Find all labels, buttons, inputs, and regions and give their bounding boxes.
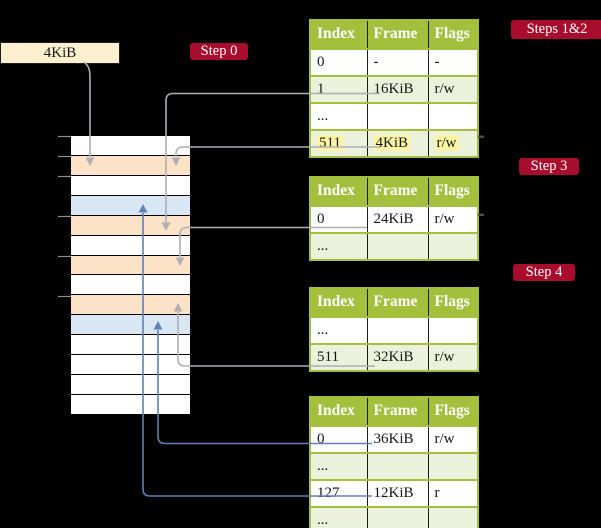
table-cell: r/w — [427, 205, 478, 233]
column-header: Frame — [366, 20, 428, 49]
table-cell — [366, 102, 428, 130]
table-row: 0-- — [310, 48, 478, 76]
table-cell: ... — [310, 102, 367, 130]
table-cell: ... — [310, 506, 367, 528]
memory-ticks — [58, 135, 71, 298]
memory-row-white — [71, 136, 190, 155]
memory-row-white — [71, 374, 190, 394]
memory-row-orange — [71, 214, 190, 235]
highlighted-value: 4KiB — [373, 134, 411, 151]
column-header: Frame — [366, 397, 428, 426]
table-cell: r/w — [427, 75, 478, 103]
table-row: ... — [310, 102, 478, 130]
memory-row-white — [71, 393, 190, 414]
memory-row-blue — [71, 194, 190, 215]
table-cell: 511 — [310, 129, 367, 157]
highlighted-value: r/w — [434, 134, 459, 151]
table-cell — [427, 506, 478, 528]
table-cell: 4KiB — [366, 129, 428, 157]
table-cell: 32KiB — [366, 343, 428, 371]
memory-column — [71, 136, 190, 414]
memory-row-orange — [71, 154, 190, 175]
table-row: ... — [310, 316, 478, 344]
badge-steps-1-2: Steps 1&2 — [511, 20, 601, 39]
table-cell: r/w — [427, 425, 478, 453]
table-cell: r — [427, 479, 478, 507]
table-cell — [427, 232, 478, 260]
table-cell — [427, 316, 478, 344]
memory-row-white — [71, 354, 190, 375]
memory-row-orange — [71, 294, 190, 315]
badge-step-3: Step 3 — [519, 158, 579, 175]
table-cell: 511 — [310, 343, 367, 371]
table-cell — [427, 102, 478, 130]
table-cell — [427, 452, 478, 480]
table-cell: - — [427, 48, 478, 76]
column-header: Index — [310, 397, 367, 426]
table-cell: 0 — [310, 425, 367, 453]
column-header: Flags — [427, 20, 478, 49]
table-cell — [366, 316, 428, 344]
badge-step-4: Step 4 — [513, 264, 575, 281]
column-header: Flags — [427, 288, 478, 317]
table-cell: ... — [310, 232, 367, 260]
column-header: Frame — [366, 177, 428, 206]
table-cell: 0 — [310, 48, 367, 76]
table-cell — [366, 452, 428, 480]
column-header: Index — [310, 177, 367, 206]
table-cell: 36KiB — [366, 425, 428, 453]
column-header: Index — [310, 288, 367, 317]
column-header: Flags — [427, 397, 478, 426]
highlighted-value: 511 — [317, 134, 343, 151]
table-cell: r/w — [427, 129, 478, 157]
table-cell: 127 — [310, 479, 367, 507]
root-frame-label: 4KiB — [0, 42, 120, 64]
memory-row-orange — [71, 254, 190, 275]
column-header: Flags — [427, 177, 478, 206]
memory-row-white — [71, 274, 190, 295]
table-cell: r/w — [427, 343, 478, 371]
table-row: ... — [310, 506, 478, 528]
table-cell: 0 — [310, 205, 367, 233]
table-cell: 16KiB — [366, 75, 428, 103]
table-cell: ... — [310, 316, 367, 344]
memory-row-blue — [71, 314, 190, 335]
table-cell — [366, 506, 428, 528]
table-cell — [366, 232, 428, 260]
table-row: ... — [310, 232, 478, 260]
table-cell: - — [366, 48, 428, 76]
table-cell: 12KiB — [366, 479, 428, 507]
column-header: Frame — [366, 288, 428, 317]
table-cell: 1 — [310, 75, 367, 103]
table-cell: 24KiB — [366, 205, 428, 233]
table-row: 511 4KiB r/w — [310, 129, 478, 157]
memory-row-white — [71, 174, 190, 195]
table-row: ... — [310, 452, 478, 480]
badge-step-0: Step 0 — [190, 43, 248, 60]
column-header: Index — [310, 20, 367, 49]
table-cell: ... — [310, 452, 367, 480]
memory-row-white — [71, 334, 190, 355]
memory-row-white — [71, 234, 190, 255]
